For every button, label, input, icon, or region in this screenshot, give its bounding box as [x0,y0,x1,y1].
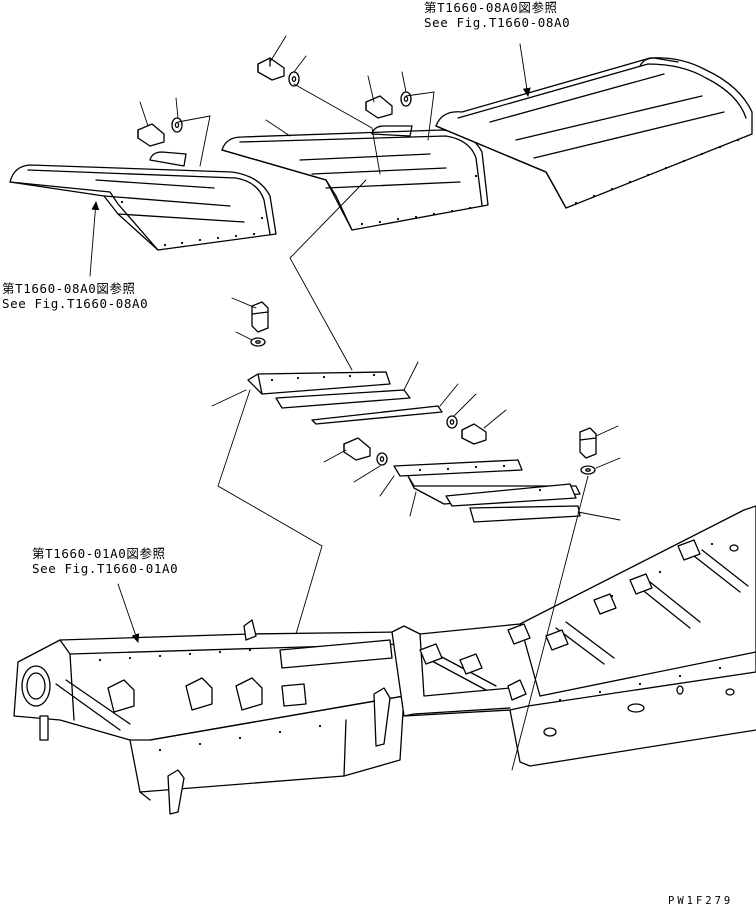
ref-label-top-right-en: See Fig.T1660-08A0 [424,15,571,30]
cover-right [435,57,753,209]
washer-mid-center [376,452,388,466]
washer-top-3 [171,117,183,133]
bolt-mid-center [343,437,371,461]
ref-label-top-right-jp: 第T1660-08A0図参照 [424,0,558,15]
bolt-mid-right [461,423,487,445]
ref-label-left-jp: 第T1660-08A0図参照 [2,281,136,296]
drawing-code: PW1F279 [668,895,734,907]
track-frame [13,505,756,815]
bolt-mid-left [251,301,269,333]
washer-mid-left [250,337,266,347]
ref-label-left: 第T1660-08A0図参照 See Fig.T1660-08A0 [2,281,148,311]
washer-top-2 [400,91,412,107]
bolt-right [579,427,597,459]
ref-label-frame-en: See Fig.T1660-01A0 [32,561,179,576]
ref-label-frame-jp: 第T1660-01A0図参照 [32,546,166,561]
ref-label-left-en: See Fig.T1660-08A0 [2,296,149,311]
bracket-upper [247,371,443,425]
bolt-top-2 [365,95,393,119]
bolt-top-3 [137,123,165,147]
washer-right [580,465,596,475]
washer-mid-right [446,415,458,429]
bracket-lower [393,459,581,523]
ref-label-top-right: 第T1660-08A0図参照 See Fig.T1660-08A0 [424,0,570,30]
bolt-top-1 [257,57,285,81]
leader-lines [89,35,621,771]
ref-label-frame: 第T1660-01A0図参照 See Fig.T1660-01A0 [32,546,178,576]
cover-left [9,151,277,251]
